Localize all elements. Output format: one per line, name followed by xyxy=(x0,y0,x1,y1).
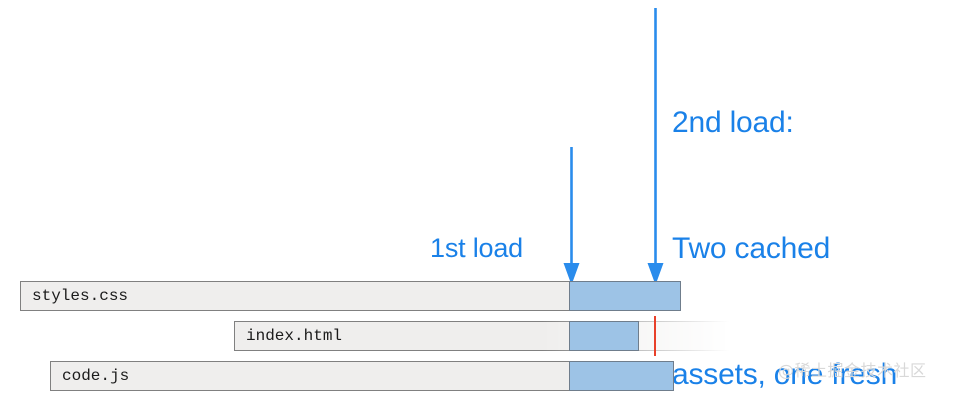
waterfall-row-code-js: code.js xyxy=(0,361,954,391)
cached-segment-styles-css xyxy=(569,281,681,311)
second-load-annotation: 2nd load: Two cached assets, one fresh xyxy=(672,18,897,408)
waterfall-row-styles-css: styles.css xyxy=(0,281,954,311)
second-load-annotation-line-2: Two cached xyxy=(672,232,831,265)
watermark: @稀土掘金技术社区 xyxy=(778,361,927,380)
cached-segment-code-js xyxy=(569,361,674,391)
cached-segment-index-html xyxy=(569,321,639,351)
asset-label-styles-css: styles.css xyxy=(32,287,129,305)
asset-label-index-html: index.html xyxy=(246,327,343,345)
first-load-arrow-icon xyxy=(563,147,580,285)
request-bar-index-html xyxy=(234,321,730,351)
asset-label-code-js: code.js xyxy=(62,367,130,385)
waterfall-row-index-html: index.html xyxy=(0,316,954,356)
first-load-annotation-line-1: 1st load xyxy=(430,233,523,263)
second-load-annotation-line-1: 2nd load: xyxy=(672,106,794,139)
revalidation-marker-index-html xyxy=(654,316,656,356)
second-load-arrow-icon xyxy=(647,8,664,285)
first-load-annotation: 1st load xyxy=(430,163,523,333)
second-load-annotation-line-3: assets, one fresh xyxy=(672,358,898,391)
